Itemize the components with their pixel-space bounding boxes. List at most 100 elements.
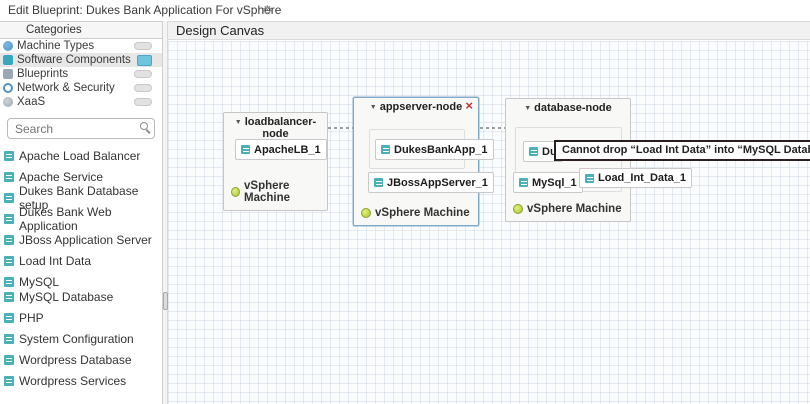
- category-machine-types[interactable]: Machine Types: [0, 39, 162, 53]
- panel-divider[interactable]: [163, 21, 168, 404]
- component-chip-truncated[interactable]: Du: [523, 141, 563, 162]
- component-label: MySQL Database: [19, 289, 114, 304]
- collapse-arrow-icon[interactable]: ▼: [524, 105, 532, 112]
- component-label: JBoss Application Server: [19, 232, 152, 247]
- category-label: Machine Types: [17, 40, 95, 52]
- component-icon: [4, 312, 14, 323]
- list-item-dukes-bank-web-application[interactable]: Dukes Bank Web Application: [0, 205, 162, 233]
- component-label: Apache Load Balancer: [19, 148, 141, 163]
- category-badge: [134, 98, 152, 106]
- node-header[interactable]: ▼database-node: [506, 102, 630, 114]
- software-component-icon: [519, 178, 528, 187]
- divider-grip-handle[interactable]: [163, 292, 168, 310]
- search-icon[interactable]: [140, 122, 148, 130]
- design-canvas-title: Design Canvas: [168, 21, 810, 40]
- vsphere-machine-icon: [513, 204, 523, 214]
- xaas-icon: [3, 97, 13, 107]
- blueprints-icon: [3, 69, 13, 79]
- category-badge: [134, 84, 152, 92]
- component-chip-jbossappserver[interactable]: JBossAppServer_1: [368, 172, 494, 193]
- list-item-dukes-bank-database-setup[interactable]: Dukes Bank Database setup: [0, 184, 162, 212]
- list-item-load-int-data[interactable]: Load Int Data: [0, 250, 162, 271]
- list-item-mysql[interactable]: MySQL: [0, 271, 162, 292]
- machine-type-footer[interactable]: vSphere Machine: [513, 203, 622, 215]
- machine-types-icon: [3, 41, 13, 51]
- component-icon: [4, 171, 14, 182]
- software-component-icon: [374, 178, 383, 187]
- node-appserver[interactable]: ▼appserver-node × DukesBankApp_1 JBossAp…: [353, 97, 494, 226]
- categories-header: Categories: [0, 22, 162, 39]
- chip-label: ApacheLB_1: [254, 143, 321, 156]
- category-label: XaaS: [17, 96, 46, 108]
- component-label: Dukes Bank Database setup: [19, 183, 139, 212]
- machine-type-footer[interactable]: vSphere Machine: [361, 207, 470, 219]
- chip-label: DukesBankApp_1: [394, 143, 488, 156]
- machine-type-label: vSphere Machine: [527, 203, 622, 215]
- component-icon: [4, 354, 14, 365]
- category-software-components[interactable]: Software Components: [0, 53, 162, 67]
- canvas-grid-area[interactable]: ▼loadbalancer-node ApacheLB_1 vSphere Ma…: [168, 41, 810, 404]
- category-badge-active: [137, 54, 152, 66]
- component-chip-apachelb[interactable]: ApacheLB_1: [235, 139, 327, 160]
- list-item-apache-service[interactable]: Apache Service: [0, 166, 162, 187]
- machine-type-footer[interactable]: vSphere Machine: [231, 180, 327, 204]
- node-header[interactable]: ▼appserver-node: [354, 101, 478, 113]
- collapse-arrow-icon[interactable]: ▼: [234, 119, 242, 126]
- vsphere-machine-icon: [361, 208, 371, 218]
- machine-type-label: vSphere Machine: [375, 207, 470, 219]
- component-icon: [4, 291, 14, 302]
- title-bar: Edit Blueprint: Dukes Bank Application F…: [0, 0, 810, 21]
- category-network-security[interactable]: Network & Security: [0, 81, 162, 95]
- software-component-list: Apache Load Balancer Apache Service Duke…: [0, 145, 162, 391]
- component-chip-load-int-data-dragging[interactable]: Load_Int_Data_1: [579, 168, 693, 188]
- category-label: Blueprints: [17, 68, 69, 80]
- chip-label: Load_Int_Data_1: [598, 172, 687, 184]
- component-label: System Configuration: [19, 331, 134, 346]
- page-title: Edit Blueprint: Dukes Bank Application F…: [8, 3, 282, 17]
- software-component-icon: [381, 145, 390, 154]
- node-title: loadbalancer-node: [244, 116, 317, 140]
- component-label: Load Int Data: [19, 253, 92, 268]
- category-label: Network & Security: [17, 82, 115, 94]
- category-badge: [134, 42, 152, 50]
- list-item-jboss-application-server[interactable]: JBoss Application Server: [0, 229, 162, 250]
- component-label: Wordpress Database: [19, 352, 132, 367]
- machine-type-label: vSphere Machine: [244, 180, 291, 204]
- node-title: appserver-node: [379, 101, 463, 113]
- vsphere-machine-icon: [231, 187, 241, 197]
- component-icon: [4, 333, 14, 344]
- collapse-arrow-icon[interactable]: ▼: [369, 104, 377, 111]
- component-icon: [4, 375, 14, 386]
- list-item-php[interactable]: PHP: [0, 307, 162, 328]
- list-item-mysql-database[interactable]: MySQL Database: [0, 286, 162, 307]
- component-icon: [4, 213, 14, 224]
- category-label: Software Components: [17, 54, 131, 66]
- component-label: PHP: [19, 310, 44, 325]
- component-chip-dukesbankapp[interactable]: DukesBankApp_1: [375, 139, 494, 160]
- component-label: Dukes Bank Web Application: [19, 204, 112, 233]
- software-components-icon: [3, 55, 13, 65]
- network-security-icon: [3, 83, 13, 93]
- design-canvas-panel: Design Canvas ▼loadbalancer-node ApacheL…: [168, 21, 810, 404]
- category-blueprints[interactable]: Blueprints: [0, 67, 162, 81]
- component-chip-mysql[interactable]: MySql_1: [513, 172, 583, 193]
- list-item-wordpress-database[interactable]: Wordpress Database: [0, 349, 162, 370]
- component-label: Wordpress Services: [19, 373, 127, 388]
- software-component-icon: [529, 147, 538, 156]
- node-header[interactable]: ▼loadbalancer-node: [224, 116, 327, 140]
- search-input[interactable]: [7, 118, 155, 139]
- component-icon: [4, 255, 14, 266]
- software-component-icon: [585, 173, 594, 183]
- list-item-system-configuration[interactable]: System Configuration: [0, 328, 162, 349]
- component-icon: [4, 150, 14, 161]
- chip-label: Du: [542, 145, 557, 158]
- gear-icon[interactable]: ⚙: [262, 3, 273, 17]
- node-loadbalancer[interactable]: ▼loadbalancer-node ApacheLB_1 vSphere Ma…: [223, 112, 328, 211]
- list-item-wordpress-services[interactable]: Wordpress Services: [0, 370, 162, 391]
- category-xaas[interactable]: XaaS: [0, 95, 162, 109]
- node-close-icon[interactable]: ×: [465, 98, 473, 113]
- dependency-arrows: [315, 123, 517, 133]
- node-title: database-node: [534, 102, 612, 114]
- list-item-apache-load-balancer[interactable]: Apache Load Balancer: [0, 145, 162, 166]
- software-component-icon: [241, 145, 250, 154]
